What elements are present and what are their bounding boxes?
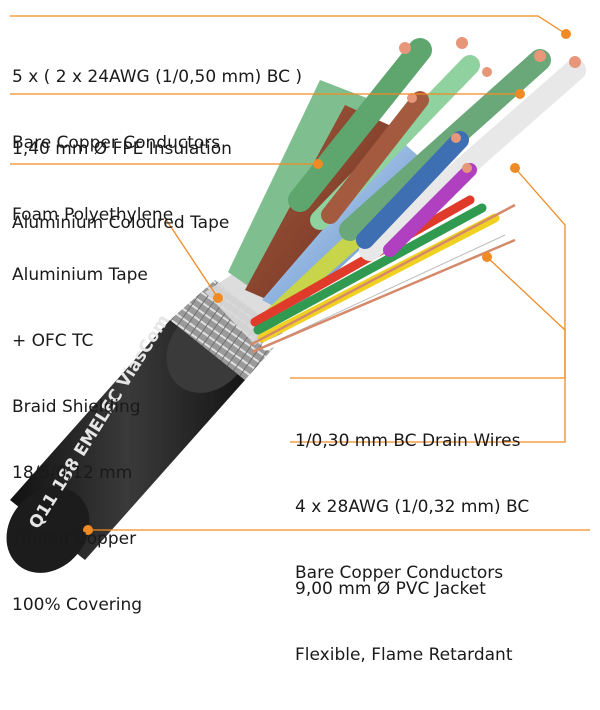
- leader-bare-copper-28awg: [290, 256, 566, 443]
- cable-diagram: Q11 188 EMELEC ViasCom 5 x ( 2 x 24AWG (…: [6, 15, 590, 665]
- leader-drain-wires: [290, 167, 566, 379]
- dot-drain-wires: [510, 163, 520, 173]
- callout-braid-shielding: Aluminium Tape + OFC TC Braid Shielding …: [12, 265, 148, 615]
- callout-drain-wires: 1/0,30 mm BC Drain Wires: [295, 431, 521, 451]
- fpe-pairs: [288, 38, 586, 261]
- dot-pvc-jacket: [83, 525, 93, 535]
- leader-braid-shielding: [164, 217, 219, 299]
- callout-coloured-tape: Aluminium Coloured Tape: [12, 213, 230, 233]
- copper-conductors: [399, 37, 581, 173]
- dot-bare-copper-24awg: [561, 29, 571, 39]
- leader-lines: [10, 15, 590, 531]
- callout-pvc-jacket: 9,00 mm Ø PVC Jacket Flexible, Flame Ret…: [295, 579, 513, 665]
- dot-fpe-insulation: [515, 89, 525, 99]
- callout-bare-copper-24awg: 5 x ( 2 x 24AWG (1/0,50 mm) BC ) Bare Co…: [12, 67, 302, 153]
- dot-braid-shielding: [213, 293, 223, 303]
- leader-bare-copper-24awg: [10, 15, 567, 35]
- callout-dots: [83, 29, 571, 535]
- dot-coloured-tape: [313, 159, 323, 169]
- drain-wires: [249, 203, 516, 354]
- cable-illustration: Q11 188 EMELEC ViasCom: [6, 15, 590, 573]
- dot-bare-copper-28awg: [482, 252, 492, 262]
- callout-fpe-insulation: 1,40 mm Ø FPE Insulation Foam Polyethyle…: [12, 139, 232, 225]
- callout-bare-copper-28awg: 4 x 28AWG (1/0,32 mm) BC Bare Copper Con…: [295, 497, 530, 583]
